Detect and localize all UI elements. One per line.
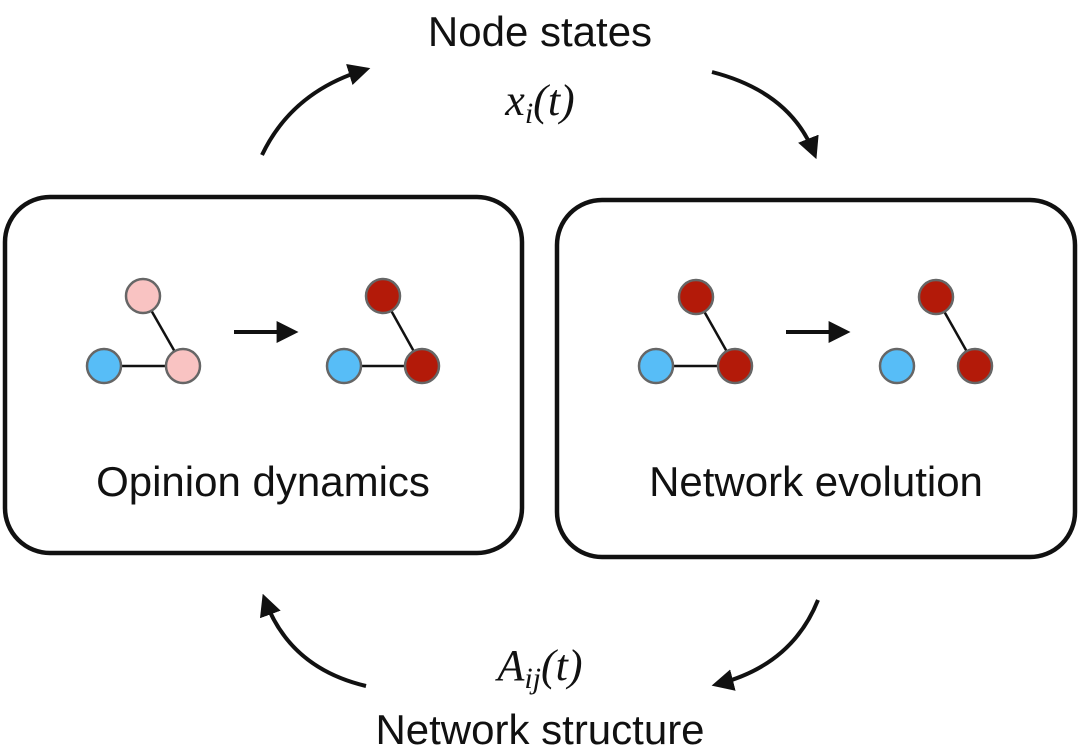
top-math-sub: i [525,97,533,130]
top-label-math: xi(t) [504,76,574,130]
bottom-label-math: Aij(t) [494,641,582,695]
node-blue [637,347,675,385]
network-after [878,278,994,385]
bottom-label-title: Network structure [375,706,704,753]
node-blue [325,347,363,385]
node-blue [878,347,916,385]
panel-opinion-dynamics: Opinion dynamics [2,194,525,556]
panel-title-opinion-dynamics: Opinion dynamics [96,458,430,505]
top-math-var: x [504,76,525,125]
node-dark-red [364,277,402,315]
node-light-red [164,347,202,385]
node-blue [85,347,123,385]
bottom-math-sub: ij [524,662,541,695]
bottom-math-arg: (t) [541,641,583,690]
bottom-math-var: A [494,641,525,690]
node-dark-red [917,278,955,316]
top-label-title: Node states [428,8,652,55]
node-dark-red [677,278,715,316]
network-before [637,278,754,385]
top-math-arg: (t) [533,76,575,125]
network-after [325,277,441,385]
node-light-red [124,277,162,315]
network-before [85,277,202,385]
arrow-bottom-left [259,593,367,688]
panel-network-evolution: Network evolution [554,197,1078,560]
arrow-top-right [711,70,819,160]
node-dark-red [956,347,994,385]
panel-title-network-evolution: Network evolution [649,458,983,505]
arrow-top-left [260,63,371,156]
arrow-bottom-right [711,599,820,691]
node-dark-red [716,347,754,385]
node-dark-red [403,347,441,385]
